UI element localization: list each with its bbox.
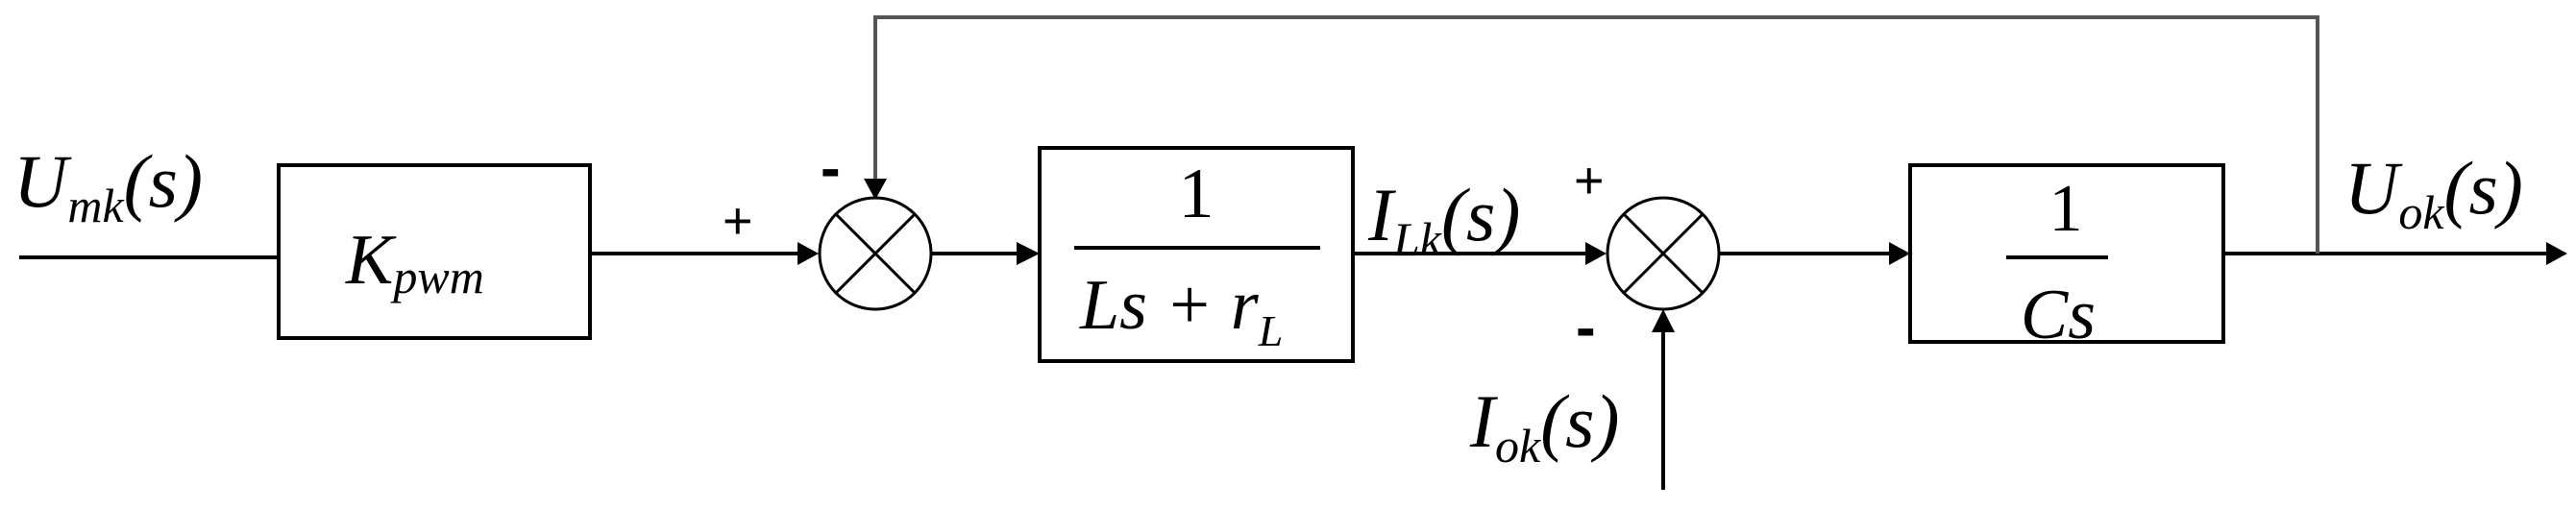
sum1-to-inductor-arrowhead [1017,242,1040,265]
load-current-arg: (s) [1540,379,1619,463]
output-signal-arg: (s) [2444,146,2523,230]
sum2-plus-sign: + [1574,152,1605,209]
output-signal-base: U [2344,146,2403,230]
inductor-current-label: ILk(s) [1367,173,1520,266]
sum2-to-capacitor-arrowhead [1889,242,1910,265]
output-signal-label: Uok(s) [2344,146,2523,239]
inductor-den-sub: L [1258,306,1284,355]
input-signal-sub: mk [67,179,124,232]
inductor-to-sum2-arrowhead [1585,242,1607,265]
gain-sub: pwm [390,250,483,303]
feedback-loop-wire [873,15,2319,254]
inductor-den-main: Ls + r [1079,266,1260,345]
capacitor-denominator: Cs [2021,276,2096,354]
input-signal-arg: (s) [124,139,203,223]
gain-block [277,163,592,340]
load-current-base: I [1469,379,1499,463]
sum1-plus-sign: + [723,192,753,250]
input-signal-label: Umk(s) [13,139,203,232]
inductor-denominator: Ls + rL [1079,266,1283,355]
output-arrowhead [2546,242,2567,265]
gain-base: K [345,221,397,300]
output-signal-sub: ok [2398,185,2444,239]
input-signal-base: U [13,139,72,223]
gain-block-label: Kpwm [345,221,484,303]
inductor-current-base: I [1367,173,1397,256]
inductor-current-arg: (s) [1441,173,1520,256]
sum-junction-1 [818,196,933,311]
load-current-label: Iok(s) [1469,379,1620,473]
load-current-sub: ok [1495,419,1541,473]
gain-to-sum1-arrowhead [797,242,819,265]
load-current-arrowhead [1652,309,1675,332]
inductor-numerator: 1 [1179,155,1214,233]
capacitor-block [1908,163,2225,344]
sum1-minus-sign: - [821,135,841,202]
feedback-arrowhead [864,179,887,200]
sum-junction-2 [1606,196,1721,311]
sum2-minus-sign: - [1576,295,1596,361]
capacitor-numerator: 1 [2049,172,2083,246]
inductor-current-sub: Lk [1392,212,1442,266]
